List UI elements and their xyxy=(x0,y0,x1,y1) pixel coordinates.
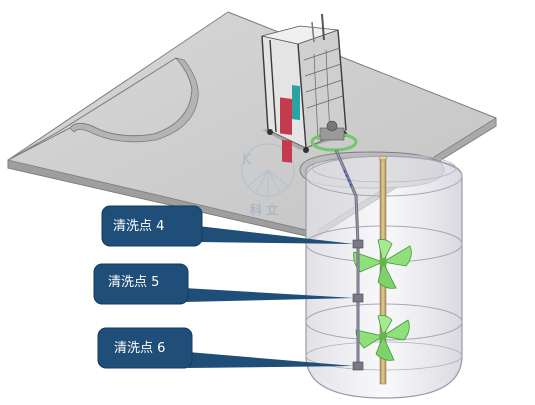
watermark-logo-letter: K xyxy=(242,152,252,168)
mounting-flange xyxy=(310,120,358,152)
callout-label-point-4: 清洗点 4 xyxy=(113,219,164,234)
cleaning-machine xyxy=(261,13,347,163)
lower-impeller xyxy=(355,315,410,361)
callout-point-4: 清洗点 4 xyxy=(101,205,354,247)
callout-point-5: 清洗点 5 xyxy=(93,263,354,305)
cleaning-lance xyxy=(334,149,360,370)
callout-label-point-6: 清洗点 6 xyxy=(114,341,165,356)
upper-impeller xyxy=(353,239,412,289)
watermark-text: 科 立 xyxy=(250,202,278,217)
nozzle-point-4 xyxy=(352,239,364,249)
watermark-logo: K 科 立 xyxy=(241,143,295,217)
nozzle-point-6 xyxy=(352,361,364,371)
callout-label-point-5: 清洗点 5 xyxy=(108,275,159,290)
callout-point-6: 清洗点 6 xyxy=(97,327,354,369)
nozzle-point-5 xyxy=(352,293,364,303)
